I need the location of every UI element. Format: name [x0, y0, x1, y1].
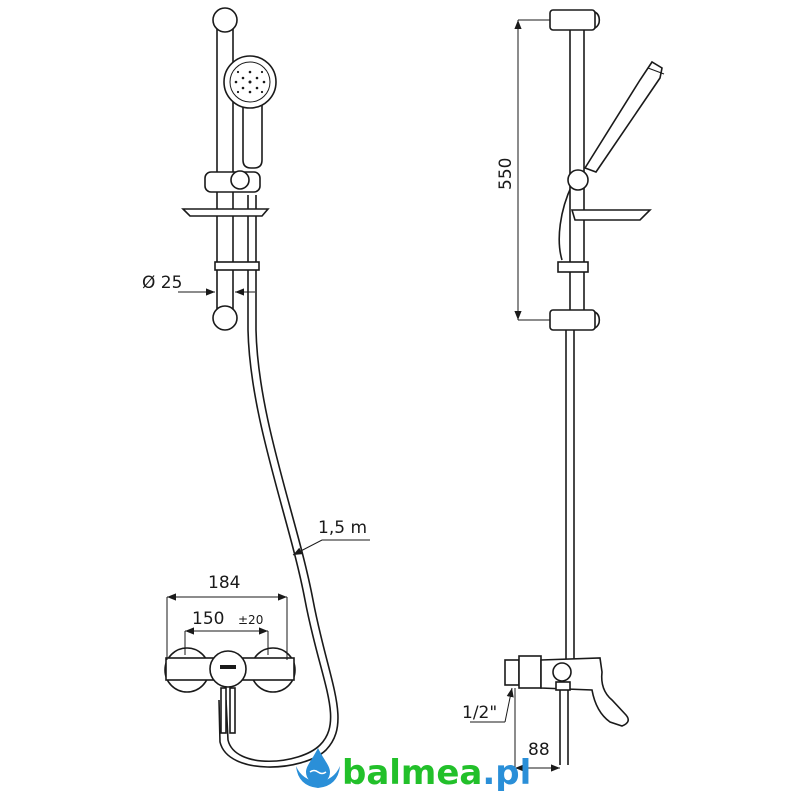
- side-view: 550 1/2" 88: [462, 9, 665, 772]
- width-centers-label: 150: [192, 609, 224, 629]
- side-hand-shower: [583, 60, 663, 173]
- logo-name: balmea: [342, 753, 482, 793]
- rail-bracket: [214, 261, 260, 271]
- rail-bottom-cap: [212, 305, 238, 331]
- diameter-label: Ø 25: [142, 273, 182, 293]
- rail-top-cap: [212, 7, 238, 33]
- thread-label: 1/2": [462, 703, 497, 723]
- svg-text:balmea.pl: balmea.pl: [342, 753, 531, 793]
- hose-length-label: 1,5 m: [318, 518, 367, 538]
- front-view: Ø 25 1,5 m 184 150 ±20: [142, 7, 370, 768]
- soap-dish: [181, 208, 270, 217]
- logo-tld: .pl: [482, 753, 531, 793]
- rail-height-label: 550: [496, 158, 516, 190]
- hands-icon: [296, 766, 340, 788]
- balmea-logo: balmea.pl: [296, 748, 531, 793]
- water-drop-icon: [306, 748, 330, 784]
- tolerance-label: ±20: [238, 613, 263, 627]
- depth-label: 88: [528, 740, 550, 760]
- width-total-label: 184: [208, 573, 240, 593]
